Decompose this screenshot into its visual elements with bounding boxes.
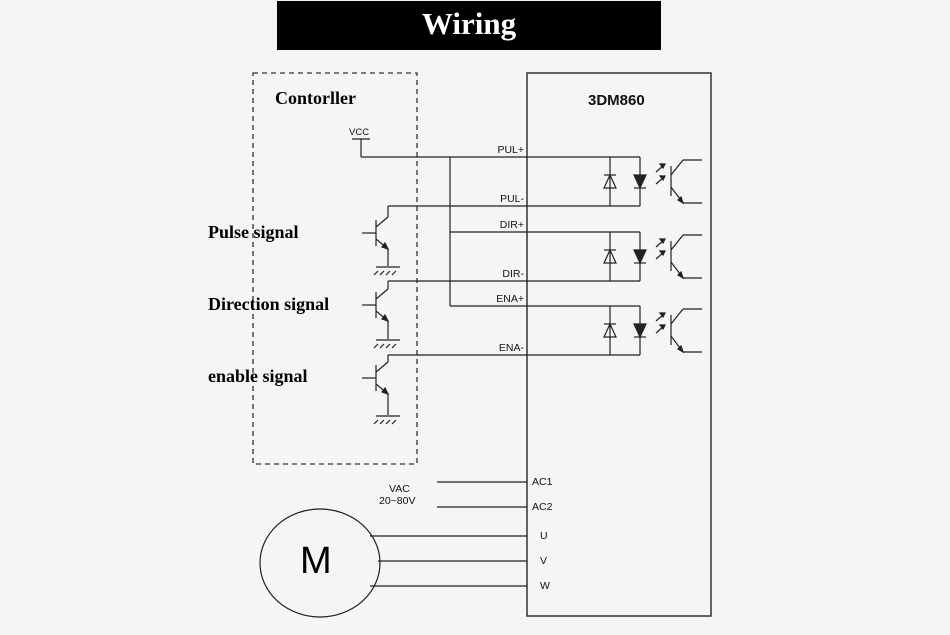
optocoupler-3 [527,305,702,356]
pin-u: U [540,530,548,542]
driver-box [526,72,712,617]
vac-label: VAC [389,483,410,495]
pin-dir-plus: DIR+ [499,219,524,231]
pulse-signal-label: Pulse signal [208,222,299,242]
optocoupler-2 [527,231,702,282]
pin-ena-minus: ENA- [498,342,524,354]
pin-pul-minus: PUL- [500,193,524,205]
controller-box [252,72,418,465]
pin-ena-plus: ENA+ [496,293,524,305]
direction-signal-label: Direction signal [208,294,330,314]
optocoupler-1 [527,156,702,207]
pin-pul-plus: PUL+ [497,144,524,156]
pin-ac2: AC2 [532,501,553,513]
pin-w: W [540,580,550,592]
pin-ac1: AC1 [532,476,553,488]
pulse-transistor [362,205,527,276]
controller-label: Contorller [275,88,356,108]
motor-circle [259,508,381,618]
pin-dir-minus: DIR- [502,268,524,280]
page-title: Wiring [277,1,661,50]
motor-label: M [300,540,332,582]
enable-signal-label: enable signal [208,366,308,386]
vcc-label: VCC [349,127,370,138]
vac-range-label: 20~80V [379,495,416,507]
enable-transistor [362,354,527,425]
driver-name: 3DM860 [588,92,645,109]
direction-transistor [362,280,527,349]
pin-v: V [540,555,548,567]
